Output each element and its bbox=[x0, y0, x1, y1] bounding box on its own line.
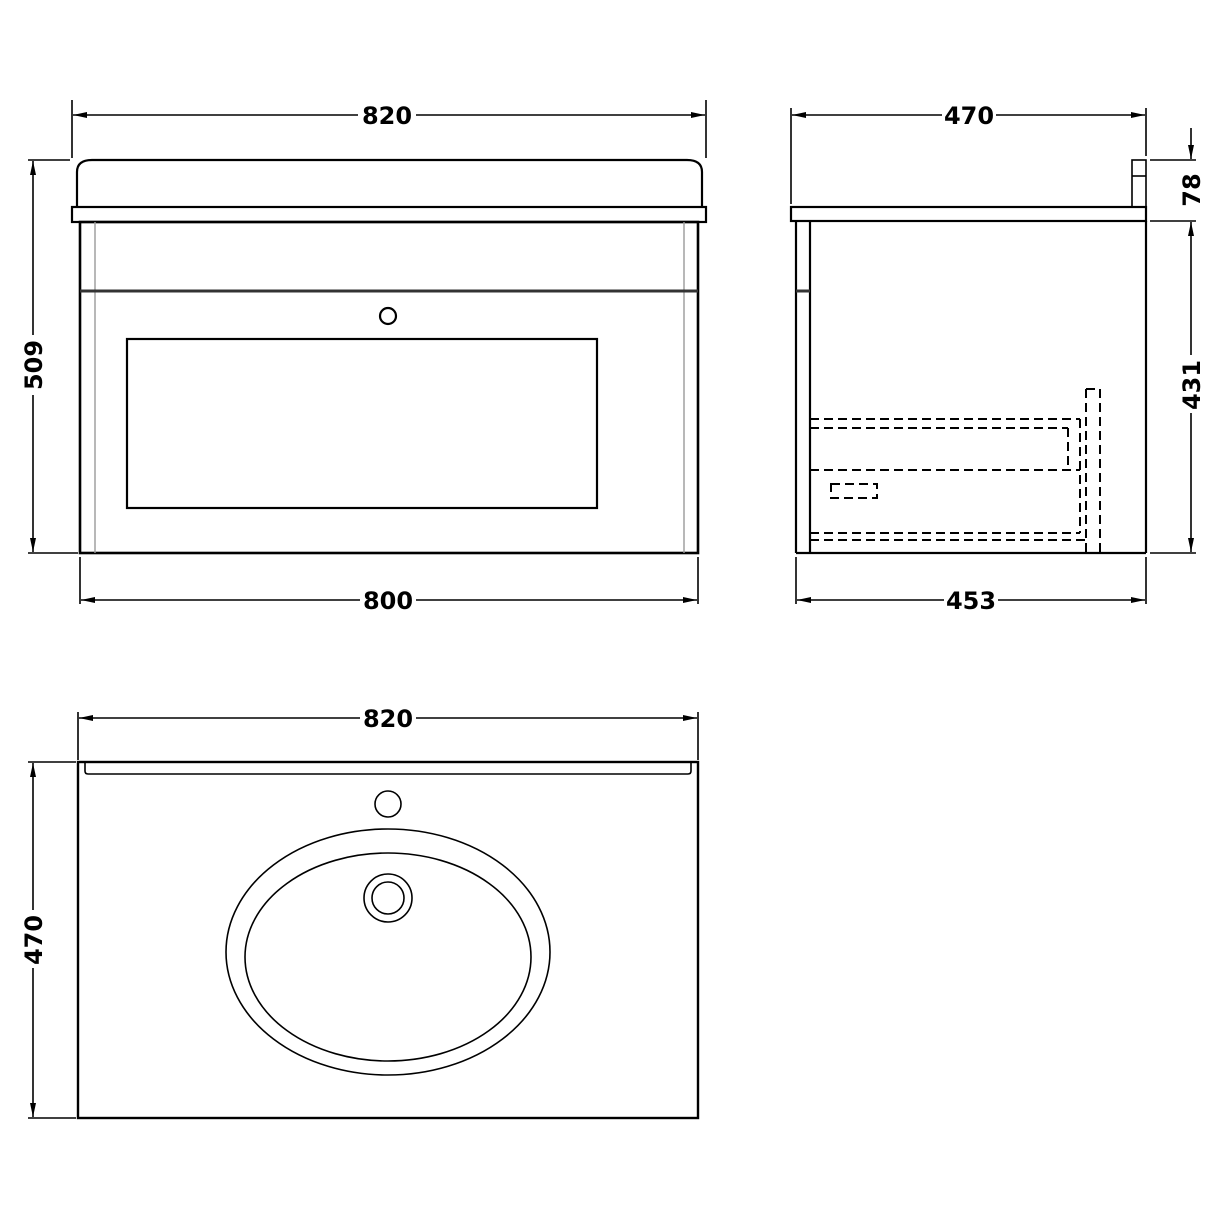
plan-back-edge-strip bbox=[84, 762, 692, 775]
plan-overall-depth-dimension: 470 bbox=[20, 761, 76, 1119]
side-height-431-label: 431 bbox=[1178, 360, 1206, 410]
front-width-820-label: 820 bbox=[362, 102, 412, 130]
waste-outlet-icon bbox=[363, 873, 413, 923]
side-upstand-78-label: 78 bbox=[1178, 173, 1206, 206]
front-basin-top bbox=[75, 158, 704, 207]
side-upstand bbox=[1131, 159, 1147, 208]
front-cabinet-body bbox=[78, 220, 700, 555]
side-hidden-runner bbox=[1085, 388, 1101, 553]
front-view: 820 509 800 bbox=[20, 100, 708, 615]
side-upstand-height-dimension: 78 bbox=[1150, 128, 1206, 222]
side-depth-470-label: 470 bbox=[944, 102, 994, 130]
drawer-handle-icon bbox=[378, 306, 398, 326]
plan-top-surface bbox=[76, 760, 700, 1120]
side-cabinet-height-dimension: 431 bbox=[1150, 222, 1206, 554]
side-cabinet-depth-dimension: 453 bbox=[795, 557, 1147, 615]
front-height-509-label: 509 bbox=[20, 340, 48, 390]
side-hidden-drawer-box bbox=[810, 418, 1086, 541]
front-overall-height-dimension: 509 bbox=[20, 159, 78, 554]
front-countertop-strip bbox=[70, 205, 708, 224]
front-overall-width-dimension: 820 bbox=[71, 100, 707, 158]
plan-overall-width-dimension: 820 bbox=[77, 705, 699, 760]
tap-hole-icon bbox=[374, 790, 402, 818]
side-view: 470 bbox=[789, 102, 1206, 615]
front-width-800-label: 800 bbox=[363, 587, 413, 615]
plan-depth-470-label: 470 bbox=[20, 915, 48, 965]
basin-outer-rim bbox=[225, 828, 551, 1076]
side-depth-453-label: 453 bbox=[946, 587, 996, 615]
side-overall-depth-dimension: 470 bbox=[790, 102, 1147, 204]
side-countertop bbox=[789, 205, 1148, 223]
basin-inner-bowl bbox=[244, 852, 532, 1062]
plan-view: 820 470 bbox=[20, 705, 700, 1120]
plan-width-820-label: 820 bbox=[363, 705, 413, 733]
front-cabinet-width-dimension: 800 bbox=[79, 557, 699, 615]
front-drawer-panel bbox=[125, 337, 599, 510]
